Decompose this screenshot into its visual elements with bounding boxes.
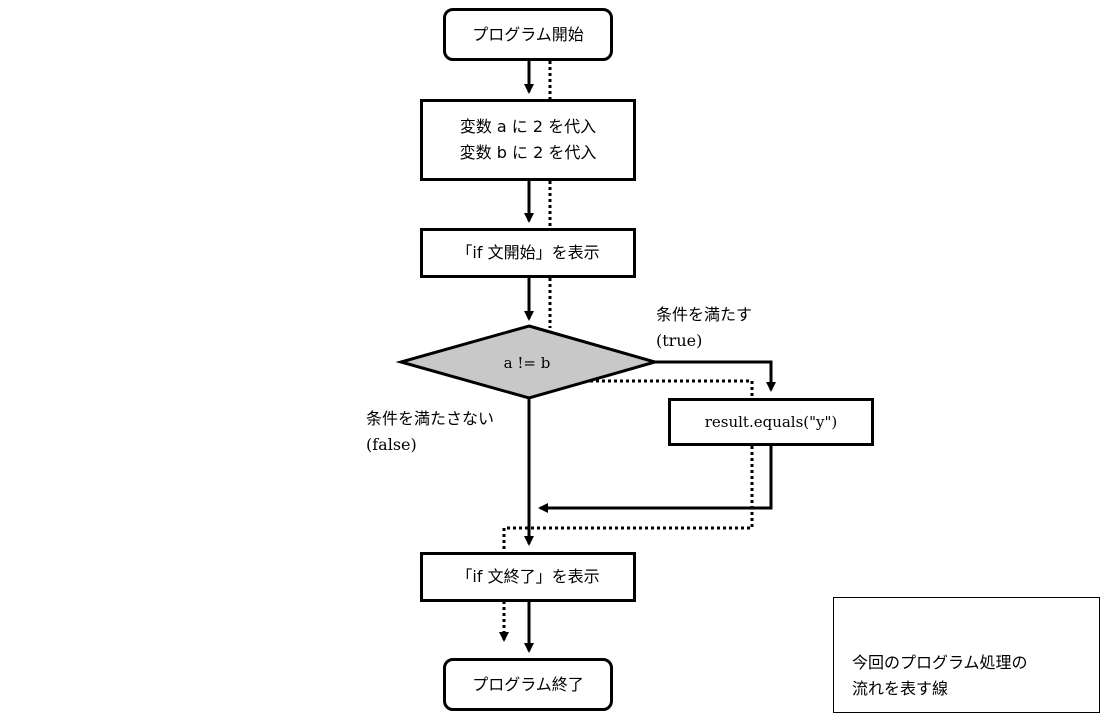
print-end-label: 「if 文終了」を表示 bbox=[456, 567, 600, 586]
true-branch-label: 条件を満たす (true) bbox=[656, 302, 752, 354]
arrow-true-branch bbox=[655, 360, 776, 392]
arrow-true-merge bbox=[538, 446, 773, 513]
true-branch-label-line-1: 条件を満たす bbox=[656, 305, 753, 324]
dotted-flow-segment-4 bbox=[590, 379, 754, 398]
legend-text: 今回のプログラム処理の 流れを表す線 bbox=[852, 650, 1028, 702]
end-node: プログラム終了 bbox=[443, 658, 613, 711]
legend-line-2: 流れを表す線 bbox=[852, 679, 949, 698]
start-node-label: プログラム開始 bbox=[472, 24, 584, 44]
print-end-node: 「if 文終了」を表示 bbox=[420, 552, 636, 602]
true-branch-label-line-2: (true) bbox=[656, 331, 703, 350]
condition-label: a != b bbox=[503, 354, 551, 372]
false-branch-label-line-2: (false) bbox=[366, 435, 417, 454]
false-branch-label: 条件を満たさない (false) bbox=[366, 406, 494, 458]
condition-diamond bbox=[395, 324, 661, 400]
print-start-label: 「if 文開始」を表示 bbox=[456, 243, 600, 262]
true-action-node: result.equals("y") bbox=[668, 398, 874, 446]
assign-node: 変数 a に 2 を代入 変数 b に 2 を代入 bbox=[420, 99, 636, 181]
legend-line-1: 今回のプログラム処理の bbox=[852, 653, 1028, 672]
legend-box: 今回のプログラム処理の 流れを表す線 bbox=[833, 597, 1100, 713]
end-node-label: プログラム終了 bbox=[472, 674, 584, 694]
assign-line-a: 変数 a に 2 を代入 bbox=[459, 117, 597, 136]
false-branch-label-line-1: 条件を満たさない bbox=[366, 409, 495, 428]
true-action-label: result.equals("y") bbox=[704, 413, 838, 431]
assign-line-b: 変数 b に 2 を代入 bbox=[459, 143, 597, 162]
dotted-flow-segment-5 bbox=[502, 446, 754, 552]
print-start-node: 「if 文開始」を表示 bbox=[420, 228, 636, 278]
start-node: プログラム開始 bbox=[443, 8, 613, 61]
